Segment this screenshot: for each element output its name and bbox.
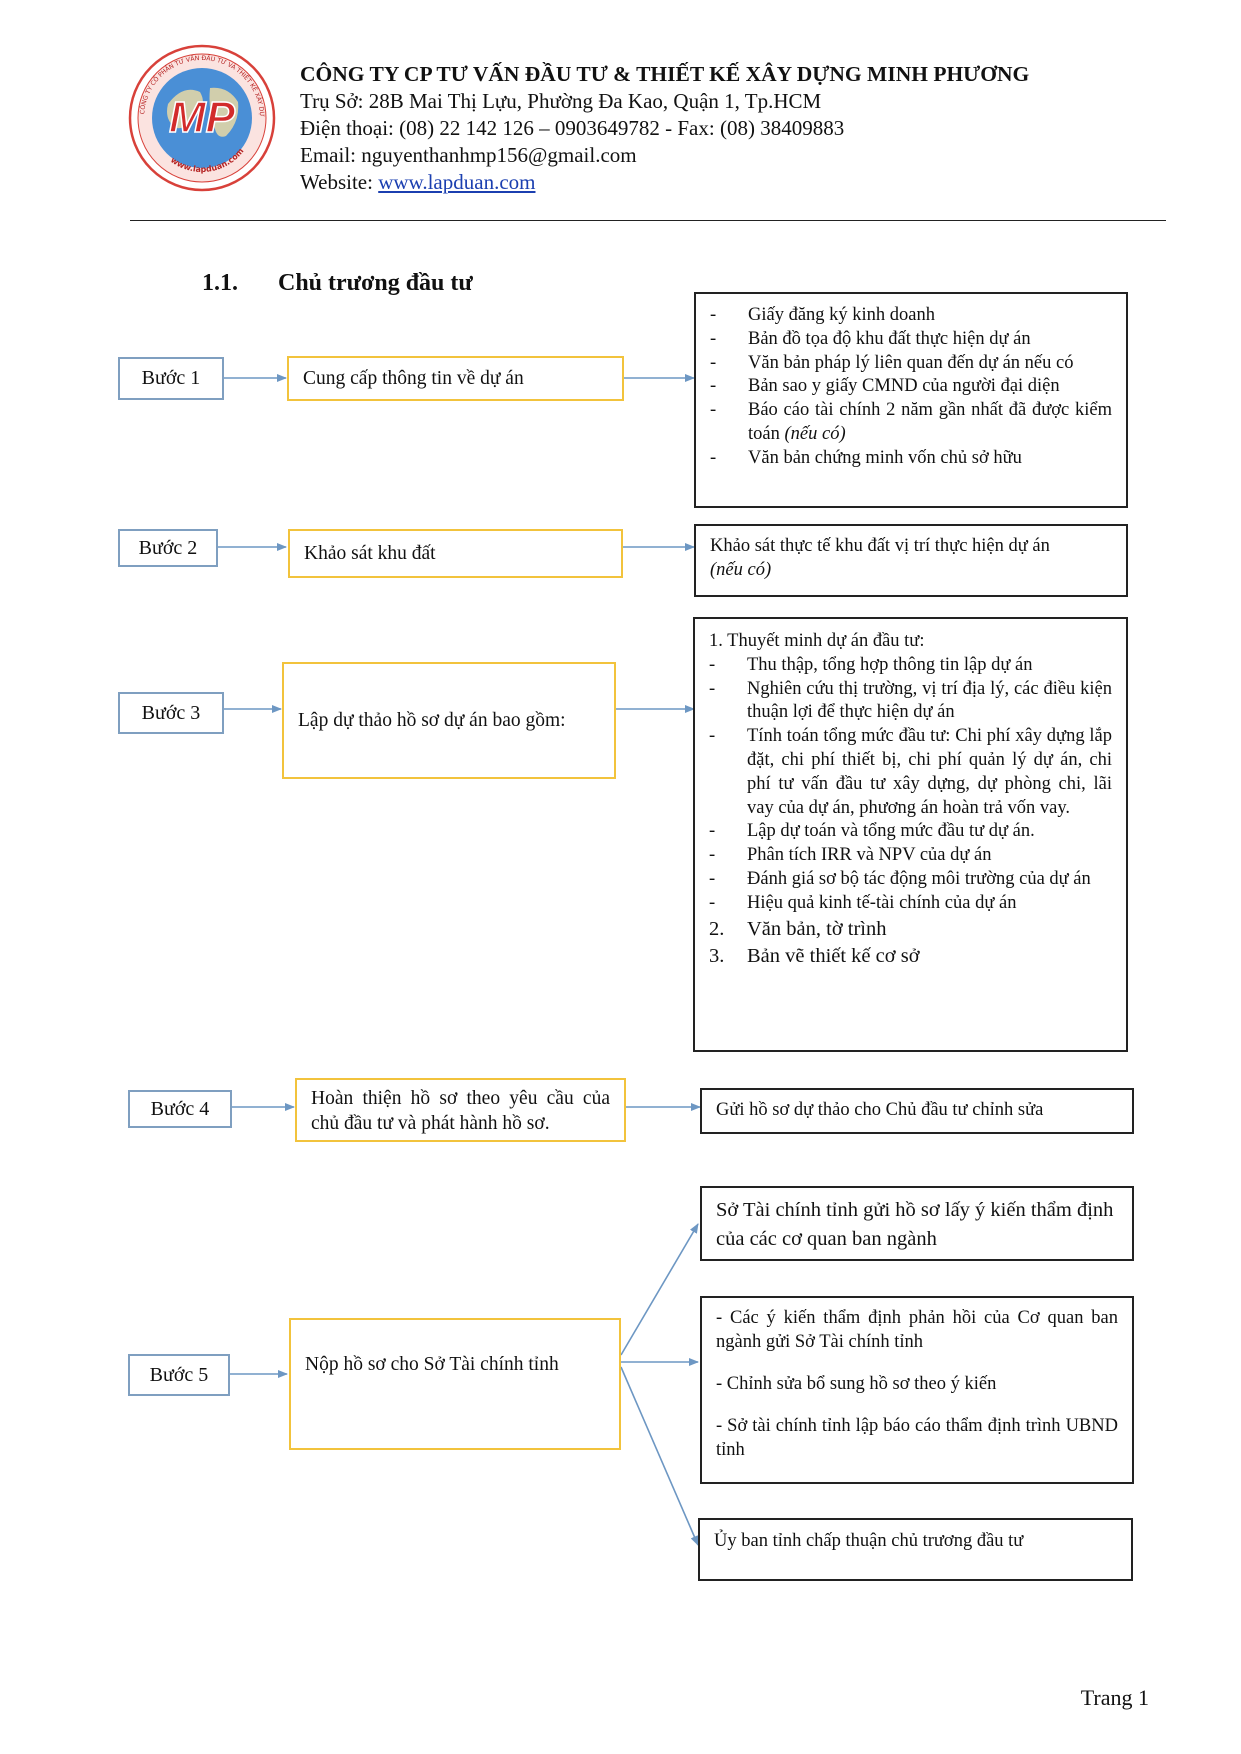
company-logo: MP CÔNG TY CỔ PHẦN TƯ VẤN ĐẦU TƯ VÀ THIẾ… (125, 39, 276, 192)
step-4-result: Gửi hồ sơ dự thảo cho Chủ đầu tư chỉnh s… (700, 1088, 1134, 1134)
step-1-result: Giấy đăng ký kinh doanh Bản đồ tọa độ kh… (694, 292, 1128, 508)
company-name: CÔNG TY CP TƯ VẤN ĐẦU TƯ & THIẾT KẾ XÂY … (300, 62, 1030, 86)
page-number: Trang 1 (1080, 1685, 1149, 1710)
step-3-result-item: Đánh giá sơ bộ tác động môi trường của d… (695, 868, 1112, 892)
step-1-result-item: Văn bản pháp lý liên quan đến dự án nếu … (696, 352, 1112, 376)
company-address: Trụ Sở: 28B Mai Thị Lựu, Phường Đa Kao, … (300, 89, 822, 113)
section-number: 1.1. (202, 270, 238, 296)
step-3-result-item: Lập dự toán và tổng mức đầu tư dự án. (695, 820, 1112, 844)
step-5-result-review: Sở Tài chính tỉnh gửi hồ sơ lấy ý kiến t… (700, 1186, 1134, 1261)
step-3-result-numbered: 3. Bản vẽ thiết kế cơ sở (695, 943, 1112, 970)
step-3-result-item: Thu thập, tổng hợp thông tin lập dự án (695, 654, 1112, 678)
step-1-label: Bước 1 (118, 357, 224, 400)
section-title: Chủ trương đầu tư (278, 270, 473, 296)
step-5-result-line: - Sở tài chính tỉnh lập báo cáo thẩm địn… (716, 1416, 1118, 1461)
step-4-task: Hoàn thiện hồ sơ theo yêu cầu của chủ đầ… (295, 1078, 626, 1142)
step-1-result-item: Báo cáo tài chính 2 năm gần nhất đã được… (696, 399, 1112, 447)
step-3-result-number: 3. (709, 944, 725, 967)
step-5-label: Bước 5 (128, 1354, 230, 1396)
step-2-result-text: Khảo sát thực tế khu đất vị trí thực hiệ… (710, 536, 1050, 556)
step-1-result-item: Bản sao y giấy CMND của người đại diện (696, 375, 1112, 399)
step-3-result: 1. Thuyết minh dự án đầu tư: Thu thập, t… (693, 617, 1128, 1052)
header-divider (130, 220, 1166, 221)
step-5-task: Nộp hồ sơ cho Sở Tài chính tỉnh (289, 1318, 621, 1450)
arrow-step5-result-c (620, 1366, 699, 1546)
step-2-result-note: (nếu có) (710, 559, 772, 580)
step-1-result-item: Văn bản chứng minh vốn chủ sở hữu (696, 447, 1112, 471)
step-3-result-item: Phân tích IRR và NPV của dự án (695, 844, 1112, 868)
arrow-step5-result-a (620, 1223, 699, 1356)
step-2-label: Bước 2 (118, 529, 218, 567)
step-1-result-item-text: Báo cáo tài chính 2 năm gần nhất đã được… (748, 400, 1112, 444)
step-5-result-approval: Ủy ban tỉnh chấp thuận chủ trương đầu tư (698, 1518, 1133, 1581)
section-heading: 1.1. Chủ trương đầu tư (202, 270, 473, 297)
step-5-result-line: - Chỉnh sửa bổ sung hồ sơ theo ý kiến (716, 1373, 997, 1394)
step-5-result-feedback: - Các ý kiến thẩm định phản hồi của Cơ q… (700, 1296, 1134, 1484)
step-2-result: Khảo sát thực tế khu đất vị trí thực hiệ… (694, 524, 1128, 597)
step-3-result-numbered-text: Bản vẽ thiết kế cơ sở (747, 944, 920, 967)
company-phone: Điện thoại: (08) 22 142 126 – 0903649782… (300, 116, 845, 140)
company-website: Website: www.lapduan.com (300, 169, 535, 196)
step-1-result-item: Giấy đăng ký kinh doanh (696, 304, 1112, 328)
step-3-label: Bước 3 (118, 692, 224, 734)
step-3-result-item: Tính toán tổng mức đầu tư: Chi phí xây d… (695, 725, 1112, 820)
logo-letters: MP (169, 93, 236, 142)
step-5-result-line: - Các ý kiến thẩm định phản hồi của Cơ q… (716, 1308, 1118, 1352)
step-3-result-numbered: 2. Văn bản, tờ trình (695, 916, 1112, 943)
step-2-task: Khảo sát khu đất (288, 529, 623, 578)
step-3-result-item: Nghiên cứu thị trường, vị trí địa lý, cá… (695, 678, 1112, 726)
step-3-result-numbered-text: Văn bản, tờ trình (747, 917, 887, 940)
step-1-result-note: (nếu có) (784, 423, 846, 444)
website-link[interactable]: www.lapduan.com (378, 170, 536, 194)
step-3-result-heading: 1. Thuyết minh dự án đầu tư: (709, 631, 925, 651)
step-3-result-item: Hiệu quả kinh tế-tài chính của dự án (695, 892, 1112, 916)
step-3-task: Lập dự thảo hồ sơ dự án bao gồm: (282, 662, 616, 779)
step-1-result-item: Bản đồ tọa độ khu đất thực hiện dự án (696, 328, 1112, 352)
company-email: Email: nguyenthanhmp156@gmail.com (300, 143, 637, 167)
step-4-label: Bước 4 (128, 1090, 232, 1128)
step-1-task: Cung cấp thông tin về dự án (287, 356, 624, 401)
website-label: Website: (300, 170, 379, 194)
step-3-result-number: 2. (709, 917, 725, 940)
